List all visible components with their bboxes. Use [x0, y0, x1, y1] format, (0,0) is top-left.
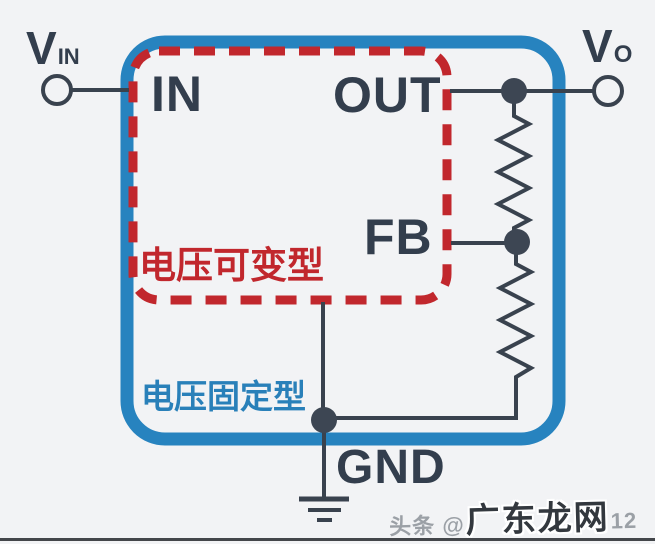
ic-box-outline [120, 35, 566, 446]
annotation-fixed-type: 电压固定型 [141, 378, 306, 415]
node-gnd-junction [311, 407, 337, 433]
label-vo: V O [582, 23, 632, 69]
label-vin-sub: IN [57, 44, 80, 69]
pin-label-gnd: GND [336, 441, 446, 494]
terminal-vout [592, 75, 624, 107]
resistor-lower [326, 253, 536, 420]
pin-label-out: OUT [333, 67, 442, 123]
label-vin: V IN [26, 25, 80, 71]
image-bottom-edge [0, 538, 655, 541]
label-vin-main: V [26, 22, 57, 74]
node-fb-junction [504, 229, 530, 255]
terminal-vin [41, 74, 73, 106]
watermark-prefix: 头条 @ [388, 512, 466, 540]
label-vo-sub: O [613, 41, 633, 68]
ground-symbol [299, 496, 349, 522]
variable-region-dashed-outline [128, 46, 452, 305]
pin-label-in: IN [151, 66, 203, 122]
watermark-brand: 广东龙网 [465, 498, 611, 541]
watermark: 头条 @ 广东龙网 12 [388, 489, 638, 544]
watermark-suffix: 12 [610, 507, 638, 534]
resistor-upper [493, 103, 534, 232]
pin-label-fb: FB [364, 209, 433, 265]
label-vo-main: V [582, 20, 613, 72]
node-out-junction [501, 78, 527, 104]
annotation-variable-type: 电压可变型 [139, 245, 324, 286]
